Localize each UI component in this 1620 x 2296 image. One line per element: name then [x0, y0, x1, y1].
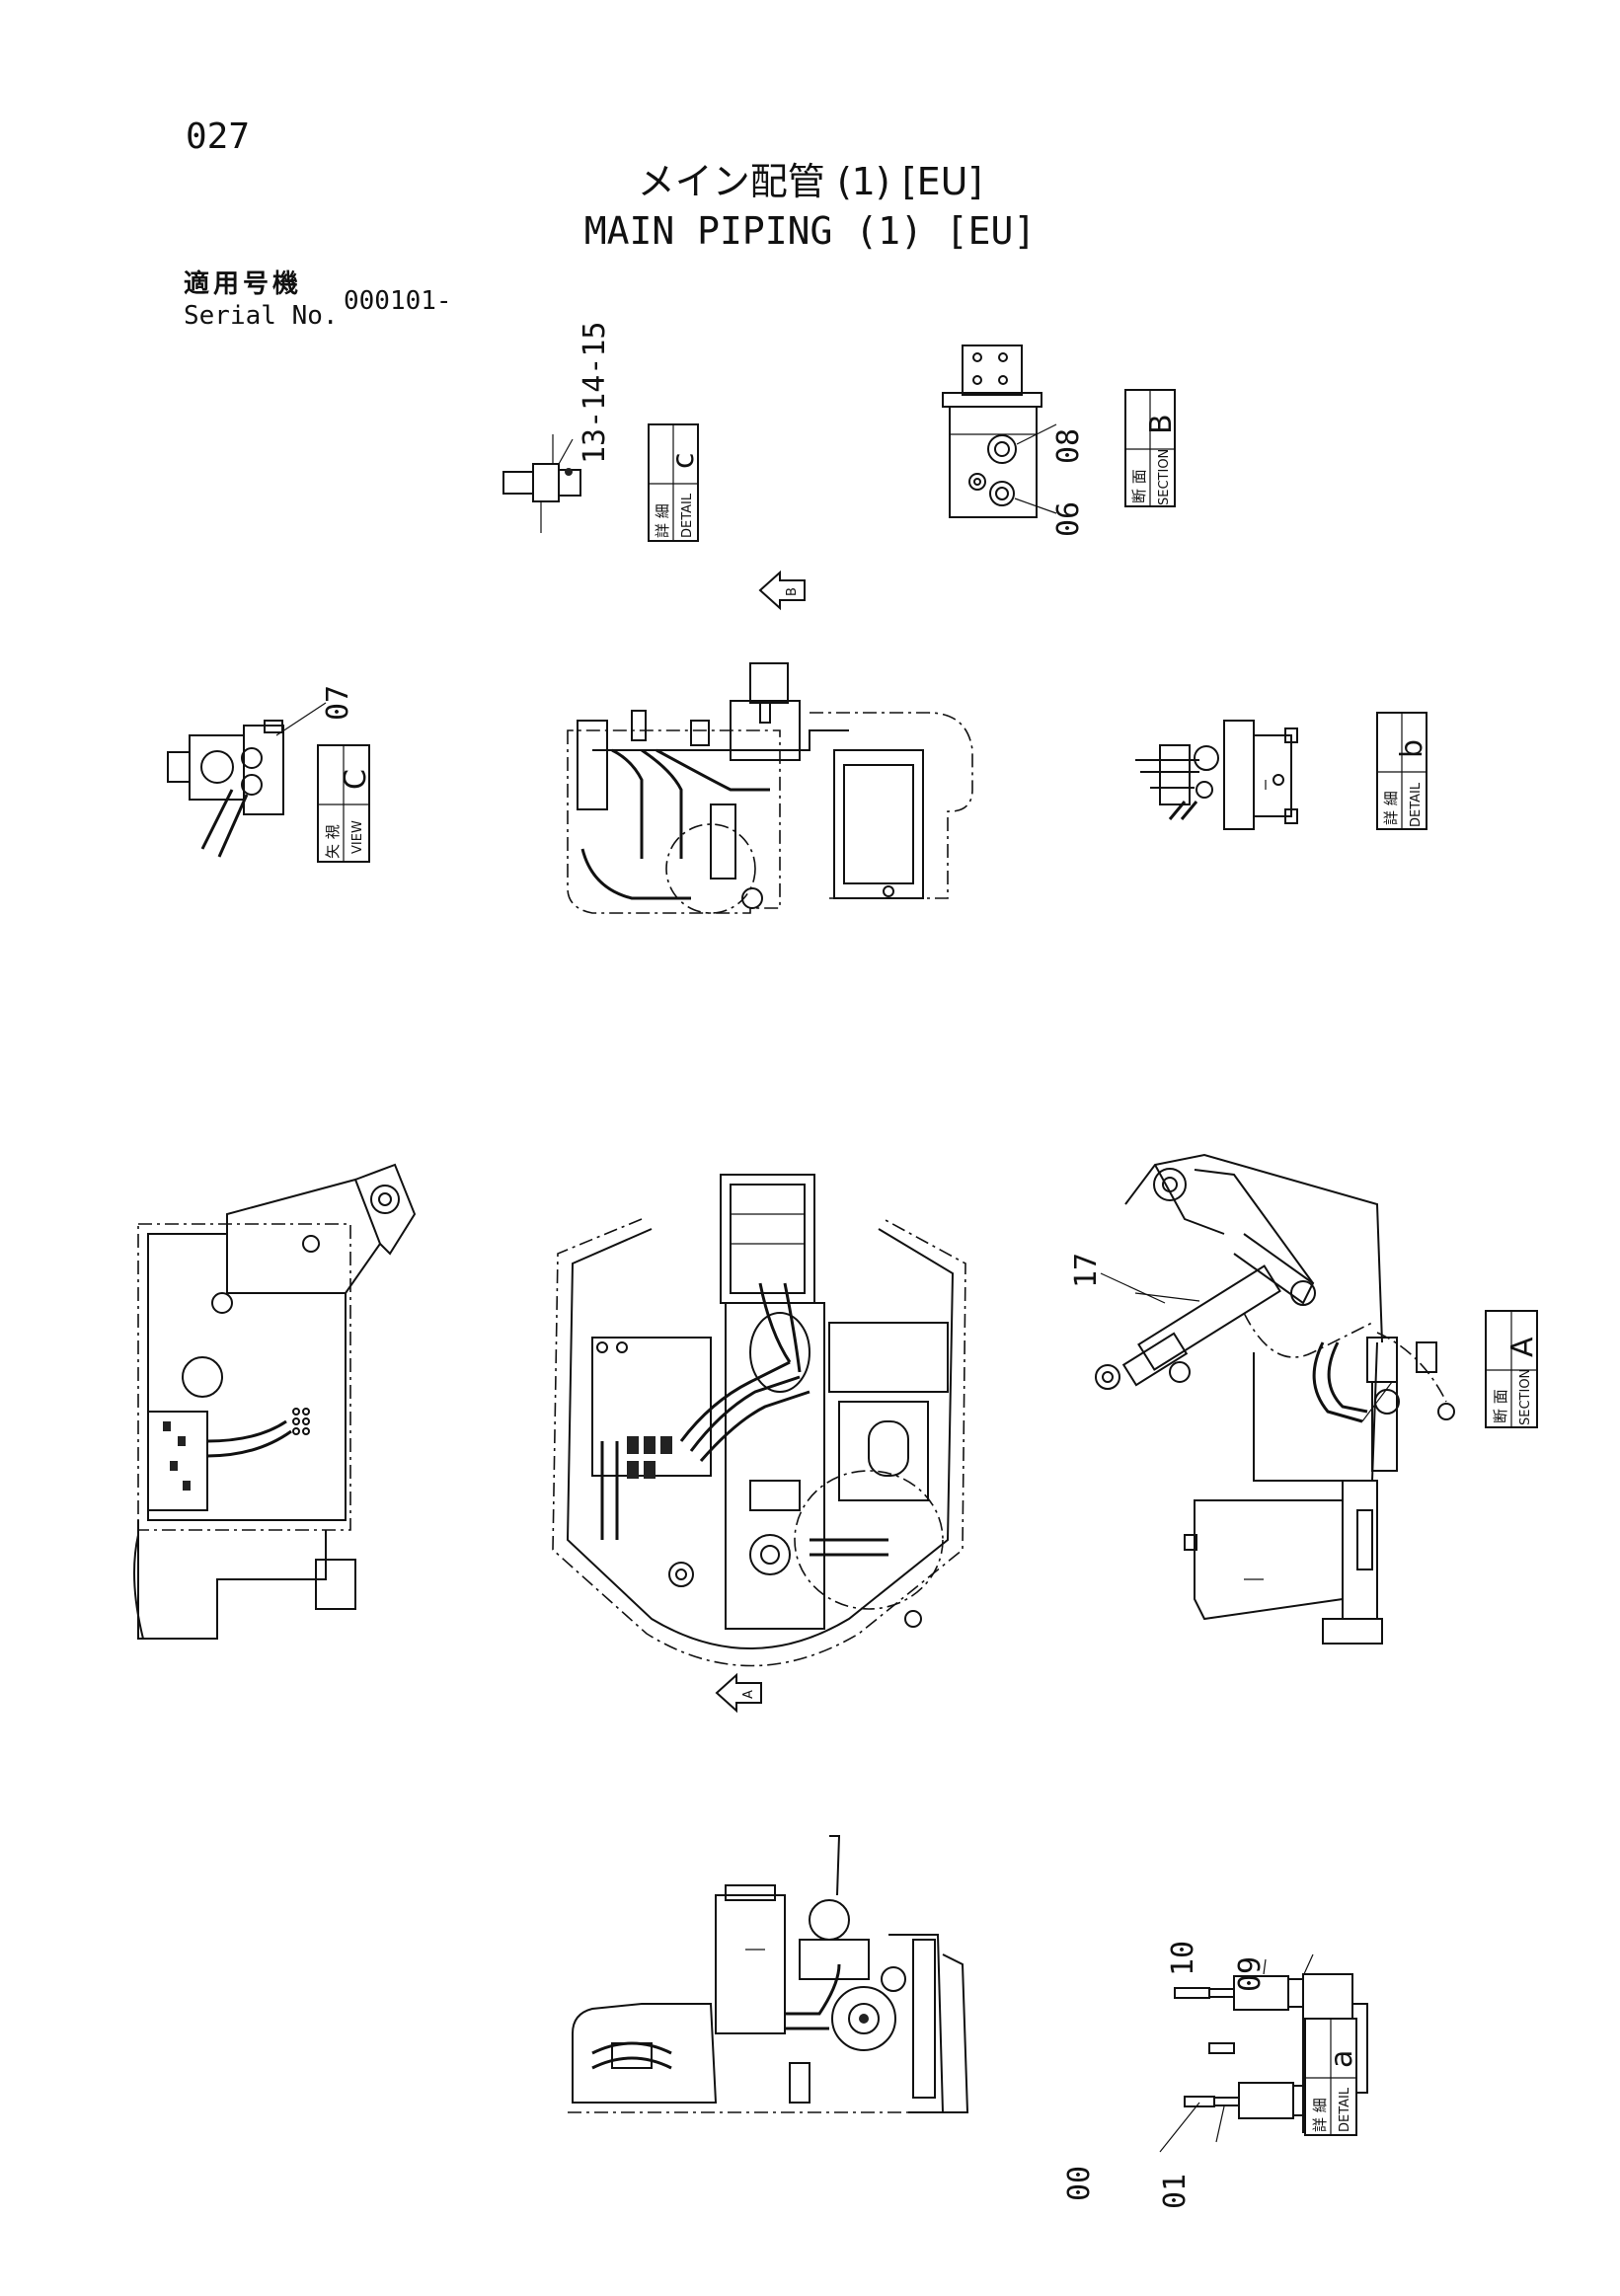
detail-b-tag: 詳 細 DETAIL b: [1376, 712, 1429, 830]
view-arrow-a: A: [715, 1672, 762, 1714]
part-label-08: 08: [1051, 428, 1086, 464]
svg-text:断 面: 断 面: [1492, 1389, 1509, 1423]
svg-text:断 面: 断 面: [1130, 469, 1148, 503]
detail-b-drawing: [1135, 720, 1298, 830]
svg-text:SECTION: SECTION: [1518, 1369, 1533, 1425]
part-label-13-14-15: 13-14-15: [578, 322, 612, 465]
view-arrow-b: B: [758, 570, 806, 611]
serial-label: 適用号機 Serial No.: [184, 268, 339, 332]
svg-text:矢 視: 矢 視: [324, 824, 342, 859]
left-side-view-drawing: [133, 1163, 417, 1640]
main-assembly-upper-drawing: [567, 662, 973, 914]
part-label-10: 10: [1166, 1941, 1200, 1976]
section-b-letter: B: [1144, 414, 1179, 434]
part-label-09: 09: [1233, 1956, 1268, 1992]
part-label-07: 07: [321, 685, 355, 721]
detail-c-letter: c: [666, 453, 701, 470]
svg-text:詳 細: 詳 細: [1311, 2098, 1329, 2132]
section-a-drawing: [1095, 1153, 1455, 1645]
svg-text:B: B: [785, 587, 800, 596]
svg-text:DETAIL: DETAIL: [1409, 782, 1424, 827]
serial-number-value: 000101-: [344, 286, 452, 316]
view-c-drawing: [167, 702, 327, 858]
detail-a-tag: 詳 細 DETAIL a: [1304, 2018, 1359, 2136]
svg-text:SECTION: SECTION: [1157, 449, 1172, 505]
detail-a-letter: a: [1325, 2050, 1359, 2068]
svg-text:A: A: [741, 1690, 756, 1699]
svg-text:詳 細: 詳 細: [654, 503, 671, 538]
section-a-tag: 断 面 SECTION A: [1485, 1310, 1540, 1428]
serial-label-jp: 適用号機: [184, 269, 303, 299]
title-english: MAIN PIPING (1) [EU]: [583, 209, 1037, 253]
view-c-letter: C: [339, 769, 373, 790]
view-c-tag: 矢 視 VIEW C: [317, 744, 373, 863]
serial-label-en: Serial No.: [184, 301, 339, 331]
svg-text:DETAIL: DETAIL: [680, 493, 695, 538]
part-label-17: 17: [1069, 1253, 1104, 1288]
detail-a-drawing: [1159, 1953, 1368, 2153]
bottom-side-view-drawing: [568, 1835, 969, 2113]
part-label-01: 01: [1158, 2174, 1193, 2209]
svg-text:詳 細: 詳 細: [1382, 791, 1400, 825]
detail-c-drawing: [502, 434, 581, 533]
section-b-tag: 断 面 SECTION B: [1124, 389, 1179, 507]
section-a-letter: A: [1505, 1337, 1540, 1357]
part-label-00: 00: [1062, 2166, 1097, 2201]
detail-c-tag: 詳 細 DETAIL c: [648, 423, 701, 542]
part-label-06: 06: [1051, 501, 1086, 537]
svg-text:DETAIL: DETAIL: [1338, 2087, 1352, 2132]
section-b-drawing: [942, 344, 1057, 518]
plan-view-drawing: [552, 1174, 966, 1667]
svg-text:VIEW: VIEW: [350, 820, 365, 854]
page-number: 027: [186, 116, 251, 157]
detail-b-letter: b: [1395, 739, 1429, 758]
title-japanese: メイン配管 (1) [EU]: [637, 160, 983, 203]
